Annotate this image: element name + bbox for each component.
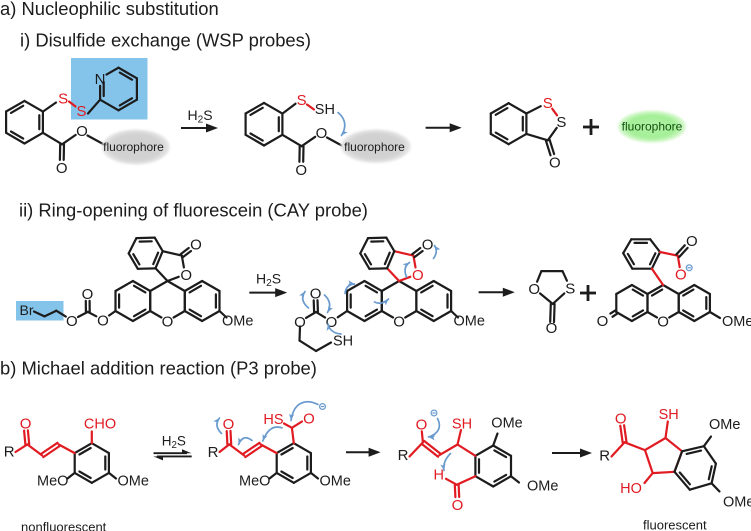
svg-text:H2S: H2S <box>162 434 186 452</box>
svg-text:O: O <box>82 286 94 303</box>
svg-text:S: S <box>565 281 575 298</box>
svg-text:S: S <box>543 95 553 112</box>
svg-text:O: O <box>657 314 669 331</box>
svg-text:O: O <box>223 416 235 433</box>
svg-text:O: O <box>190 237 202 254</box>
svg-text:O: O <box>310 285 322 302</box>
svg-text:OMe: OMe <box>222 314 253 330</box>
svg-text:O: O <box>393 314 405 331</box>
svg-text:O: O <box>180 267 192 284</box>
svg-text:SH: SH <box>452 417 472 433</box>
svg-text:O: O <box>97 312 109 329</box>
svg-text:O: O <box>615 411 627 428</box>
svg-text:CHO: CHO <box>84 417 116 433</box>
svg-text:O: O <box>452 497 464 514</box>
svg-text:O: O <box>416 416 428 433</box>
svg-text:N: N <box>95 71 106 88</box>
svg-text:H2S: H2S <box>256 271 281 290</box>
svg-text:O: O <box>326 314 338 331</box>
svg-text:b) Michael addition reaction (: b) Michael addition reaction (P3 probe) <box>0 357 317 378</box>
svg-text:fluorophore: fluorophore <box>622 120 683 134</box>
svg-text:MeO: MeO <box>239 474 270 490</box>
svg-text:O: O <box>412 267 424 284</box>
svg-text:O: O <box>528 281 540 298</box>
svg-text:nonfluorescent: nonfluorescent <box>21 520 107 531</box>
svg-text:OMe: OMe <box>527 479 558 495</box>
svg-text:HO: HO <box>620 481 642 497</box>
svg-text:O: O <box>66 313 78 330</box>
svg-text:OMe: OMe <box>320 474 351 490</box>
svg-text:O: O <box>549 154 561 171</box>
svg-text:MeO: MeO <box>37 474 68 490</box>
svg-text:R: R <box>398 447 409 464</box>
svg-text:fluorescent: fluorescent <box>643 518 707 531</box>
svg-text:H2S: H2S <box>187 107 212 126</box>
svg-text:OMe: OMe <box>454 314 485 330</box>
svg-text:R: R <box>208 444 219 461</box>
svg-text:S: S <box>556 114 566 131</box>
svg-text:O: O <box>316 125 328 142</box>
svg-text:S: S <box>58 91 68 108</box>
svg-text:O: O <box>76 123 88 140</box>
svg-text:O: O <box>295 162 307 179</box>
svg-text:fluorophore: fluorophore <box>344 140 405 154</box>
svg-text:HS: HS <box>263 412 283 428</box>
svg-text:OMe: OMe <box>722 314 751 330</box>
svg-text:fluorophore: fluorophore <box>103 140 164 154</box>
svg-text:S: S <box>76 103 86 120</box>
svg-text:R: R <box>599 448 610 465</box>
svg-text:Br: Br <box>20 302 34 318</box>
svg-text:a) Nucleophilic substitution: a) Nucleophilic substitution <box>0 0 219 19</box>
svg-text:OMe: OMe <box>491 416 522 432</box>
svg-text:O: O <box>20 416 32 433</box>
svg-text:S: S <box>297 92 307 109</box>
svg-text:ii) Ring-opening of fluorescei: ii) Ring-opening of fluorescein (CAY pro… <box>19 200 368 221</box>
svg-text:O: O <box>303 410 315 427</box>
svg-text:O: O <box>162 314 174 331</box>
svg-text:OMe: OMe <box>723 495 751 511</box>
svg-text:O: O <box>422 237 434 254</box>
svg-text:SH: SH <box>659 407 679 423</box>
svg-text:OMe: OMe <box>709 417 740 433</box>
svg-text:O: O <box>675 267 687 284</box>
svg-text:OMe: OMe <box>118 474 149 490</box>
svg-text:O: O <box>294 314 306 331</box>
svg-text:O: O <box>686 233 698 250</box>
svg-text:O: O <box>56 160 68 177</box>
svg-text:H: H <box>434 468 444 484</box>
svg-text:SH: SH <box>333 334 353 350</box>
svg-text:O: O <box>597 313 609 330</box>
svg-text:O: O <box>546 320 558 337</box>
svg-text:R: R <box>4 444 15 461</box>
svg-text:i) Disulfide exchange (WSP pro: i) Disulfide exchange (WSP probes) <box>20 30 311 51</box>
svg-text:SH: SH <box>315 102 335 118</box>
